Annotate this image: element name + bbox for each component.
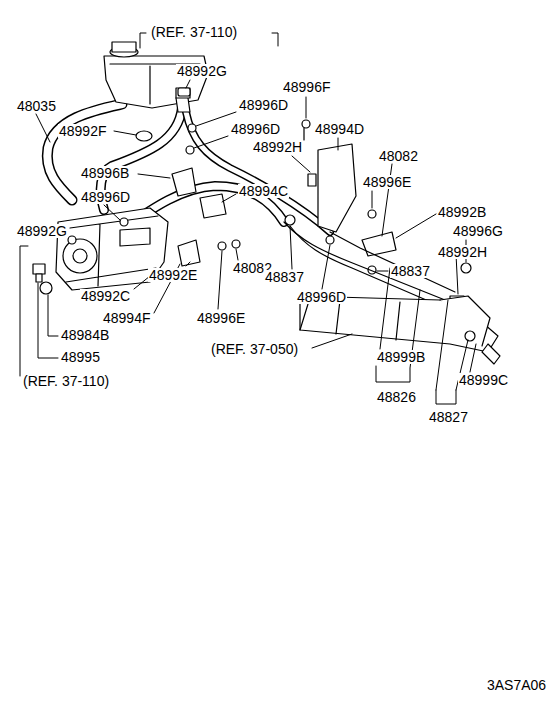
callout-number: 48994C (238, 184, 289, 198)
callout-number: 48992B (437, 205, 487, 219)
clamps-bolts (68, 88, 471, 306)
callout-number: 48992G (16, 224, 68, 238)
callout-number: 48826 (376, 390, 417, 404)
steering-gear (300, 296, 500, 364)
callout-number: 48837 (264, 270, 305, 284)
callout-number: 48999C (458, 373, 509, 387)
callout-number: 48996B (80, 166, 130, 180)
callout-number: 48995 (60, 350, 101, 364)
callout-number: 48837 (390, 264, 431, 278)
callout-number: 48996F (282, 80, 331, 94)
callout-number: 48082 (378, 149, 419, 163)
reference-note: (REF. 37-110) (22, 374, 110, 388)
callout-number: 48996G (452, 224, 504, 238)
callout-number: 48996E (362, 175, 412, 189)
callout-number: 48992G (176, 64, 228, 78)
leader-lines (20, 33, 476, 404)
callout-number: 48984B (60, 328, 110, 342)
callout-number: 48827 (428, 410, 469, 424)
reference-note: (REF. 37-050) (210, 342, 299, 356)
callout-number: 48992E (148, 268, 198, 282)
callout-number: 48992F (58, 124, 107, 138)
callout-number: 48992H (437, 245, 488, 259)
callout-number: 48999B (376, 350, 426, 364)
callout-number: 48992C (80, 289, 131, 303)
hoses (47, 104, 330, 232)
drawing-number: 3AS7A06 (486, 678, 547, 692)
callout-number: 48994F (102, 311, 151, 325)
callout-number: 48996D (80, 190, 131, 204)
callout-number: 48035 (16, 99, 57, 113)
callout-number: 48996D (230, 122, 281, 136)
callout-number: 48994D (314, 122, 365, 136)
callout-number: 48996E (196, 311, 246, 325)
callout-number: 48996D (238, 98, 289, 112)
reference-note: (REF. 37-110) (150, 25, 238, 39)
callout-number: 48992H (252, 140, 303, 154)
callout-number: 48996D (296, 290, 347, 304)
